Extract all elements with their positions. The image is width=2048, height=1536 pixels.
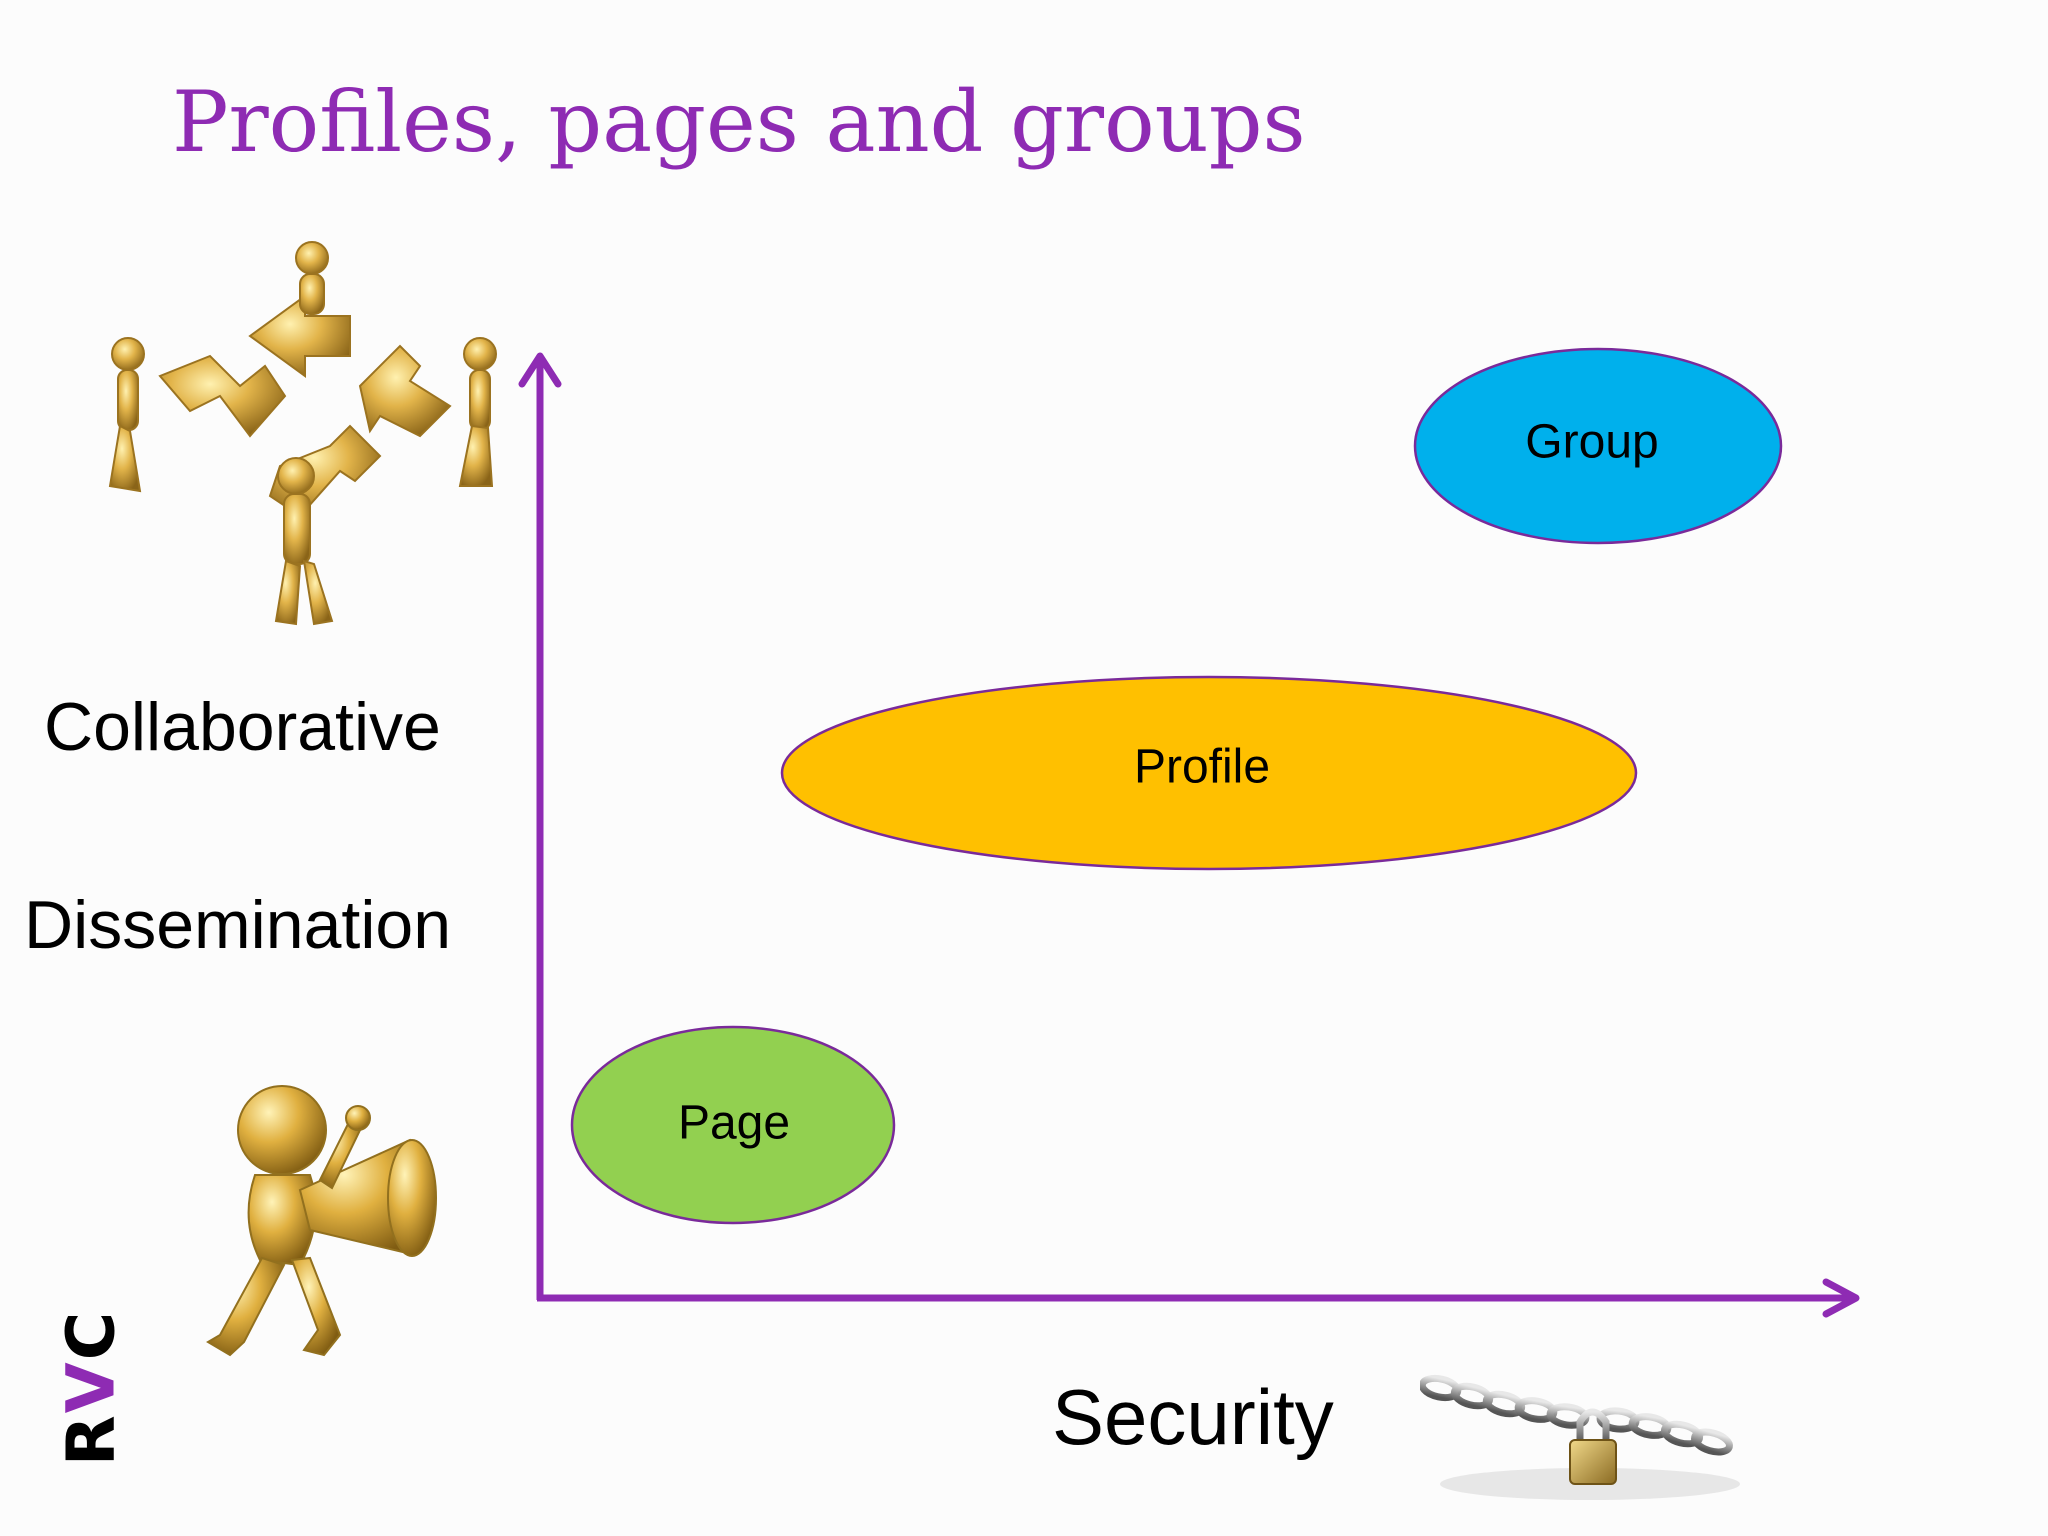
x-axis-arrowhead bbox=[1822, 1278, 1860, 1318]
logo-letter-r: R bbox=[52, 1413, 130, 1467]
y-axis-arrowhead bbox=[518, 352, 562, 388]
bubble-group-shape bbox=[1413, 347, 1783, 545]
logo-letter-v: V bbox=[52, 1360, 130, 1414]
bubble-page-shape bbox=[570, 1025, 896, 1225]
bubble-page: Page bbox=[570, 1025, 896, 1225]
y-axis-top-label: Collaborative bbox=[44, 689, 441, 765]
rvc-logo: RVC bbox=[53, 1310, 130, 1466]
bubble-profile-label: Profile bbox=[1134, 741, 1270, 794]
x-axis-label: Security bbox=[1052, 1373, 1334, 1461]
slide-title: Profiles, pages and groups bbox=[172, 73, 1306, 171]
bubble-page-label: Page bbox=[678, 1097, 790, 1150]
rvc-logo-text: RVC bbox=[53, 1310, 130, 1466]
megaphone-figure-icon bbox=[206, 1085, 437, 1357]
y-axis-bottom-label: Dissemination bbox=[24, 887, 452, 963]
bubble-profile: Profile bbox=[780, 675, 1638, 871]
teamwork-puzzle-figures-icon bbox=[108, 241, 497, 626]
chain-padlock-icon bbox=[1420, 1374, 1740, 1500]
bubble-profile-shape bbox=[780, 675, 1638, 871]
logo-letter-c: C bbox=[52, 1309, 130, 1361]
bubble-group-label: Group bbox=[1525, 416, 1658, 469]
bubble-group: Group bbox=[1413, 347, 1783, 545]
